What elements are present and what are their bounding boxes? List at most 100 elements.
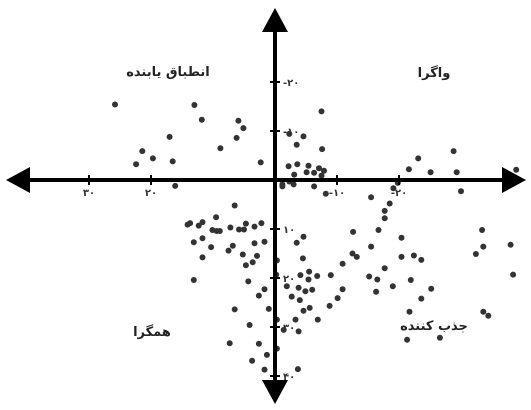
data-point-127 [381,207,388,214]
data-point-110 [398,253,405,260]
data-point-61 [254,252,260,259]
data-point-22 [303,169,310,176]
data-point-48 [213,214,220,221]
data-point-108 [381,265,388,272]
data-point-24 [293,141,300,148]
data-point-80 [293,239,300,246]
data-point-92 [283,283,290,290]
data-point-121 [472,251,479,257]
data-point-1 [112,101,118,108]
y-tick-label-1: -۱۰ [283,127,299,138]
y-axis-bottom-arrow [262,380,288,404]
data-point-67 [265,305,272,312]
data-point-58 [251,240,258,247]
data-point-66 [261,286,268,293]
data-point-99 [334,295,341,302]
data-point-62 [249,259,256,266]
data-point-11 [217,145,224,152]
data-point-59 [261,238,268,245]
data-point-23 [285,163,292,170]
data-point-101 [327,272,334,279]
data-point-116 [406,308,413,315]
data-point-82 [299,255,306,262]
data-point-86 [314,273,321,279]
data-point-83 [306,268,313,275]
data-point-107 [373,288,380,295]
data-point-111 [389,283,396,290]
data-point-115 [418,295,425,302]
data-point-27 [316,165,322,172]
data-point-17 [290,181,297,188]
data-point-53 [184,221,191,228]
data-point-68 [231,306,238,313]
data-point-138 [513,166,520,173]
data-point-89 [288,293,295,300]
data-point-97 [314,316,321,323]
data-point-76 [261,366,268,373]
data-point-128 [368,194,375,201]
data-point-102 [339,260,346,267]
data-points [112,101,520,388]
data-point-13 [172,182,179,189]
data-point-96 [295,328,302,335]
data-point-29 [322,190,329,197]
data-point-77 [249,357,256,364]
data-point-55 [229,242,236,249]
data-point-87 [309,286,316,293]
data-point-90 [302,288,309,295]
data-point-84 [297,272,304,279]
data-point-142 [507,241,514,248]
data-point-28 [311,169,318,176]
y-axis-top-arrow [262,8,288,32]
y-tick-label-5: ۴۰ [283,372,295,383]
data-point-69 [246,322,253,328]
data-point-123 [398,234,405,241]
data-point-113 [410,252,417,259]
data-point-88 [295,284,302,291]
data-point-114 [428,285,435,292]
data-point-40 [227,224,234,231]
data-point-37 [236,226,242,233]
x-tick-label-2: ۲۰ [145,188,157,199]
data-point-15 [279,181,286,188]
data-point-137 [458,188,464,195]
y-tick-label-3: ۲۰ [283,274,295,285]
data-point-31 [318,172,325,179]
data-point-134 [427,169,434,176]
data-point-6 [149,155,156,162]
data-point-7 [166,133,173,140]
data-point-12 [235,117,242,124]
data-point-34 [258,220,265,227]
data-point-19 [294,161,301,168]
data-point-85 [305,276,312,283]
x-axis-left-arrow [6,167,30,193]
data-point-21 [305,162,312,169]
data-point-9 [257,159,264,166]
data-point-126 [381,215,388,222]
data-point-124 [368,243,375,250]
data-point-100 [339,286,346,293]
data-point-0 [191,102,198,108]
data-point-103 [349,250,356,257]
y-tick-label-2: ۱۰ [283,225,295,236]
data-point-122 [418,256,425,263]
data-point-93 [300,307,307,314]
data-point-129 [386,200,393,207]
data-point-132 [405,166,412,173]
data-point-8 [233,134,240,141]
data-point-47 [225,247,232,254]
data-point-25 [321,167,327,174]
data-point-143 [510,271,517,278]
quadrant-label-bottom-left: همگرا [133,324,171,340]
data-point-70 [255,340,262,347]
y-axis [262,8,288,404]
data-point-51 [199,254,206,261]
x-axis-right-arrow [502,167,526,193]
data-point-109 [374,276,381,283]
data-point-135 [453,169,460,176]
data-point-60 [245,278,252,285]
x-axis [6,167,526,193]
data-point-106 [366,273,373,280]
